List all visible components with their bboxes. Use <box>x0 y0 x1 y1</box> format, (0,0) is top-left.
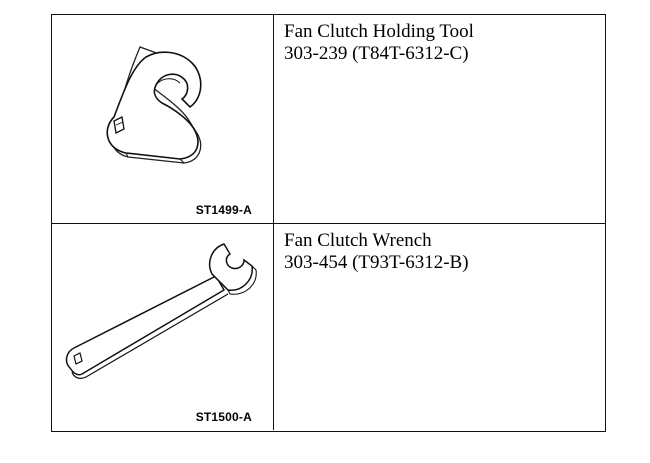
tool-name: Fan Clutch Holding Tool <box>284 21 474 42</box>
illustration-code: ST1500-A <box>195 410 252 424</box>
tool-number: 303-454 (T93T-6312-B) <box>284 252 469 273</box>
wrench-icon <box>65 243 257 379</box>
tool-number: 303-239 (T84T-6312-C) <box>284 43 469 64</box>
illustration-code: ST1499-A <box>195 203 252 217</box>
illustration-cell: ST1499-A <box>52 15 274 223</box>
table-row: ST1500-A Fan Clutch Wrench 303-454 (T93T… <box>52 224 605 430</box>
table-row: ST1499-A Fan Clutch Holding Tool 303-239… <box>52 15 605 224</box>
tool-description-cell: Fan Clutch Wrench 303-454 (T93T-6312-B) <box>274 224 605 430</box>
tool-description-cell: Fan Clutch Holding Tool 303-239 (T84T-63… <box>274 15 605 223</box>
holding-tool-icon <box>106 46 202 164</box>
special-tools-table: ST1499-A Fan Clutch Holding Tool 303-239… <box>51 14 606 432</box>
illustration-cell: ST1500-A <box>52 224 274 430</box>
tool-name: Fan Clutch Wrench <box>284 230 432 251</box>
